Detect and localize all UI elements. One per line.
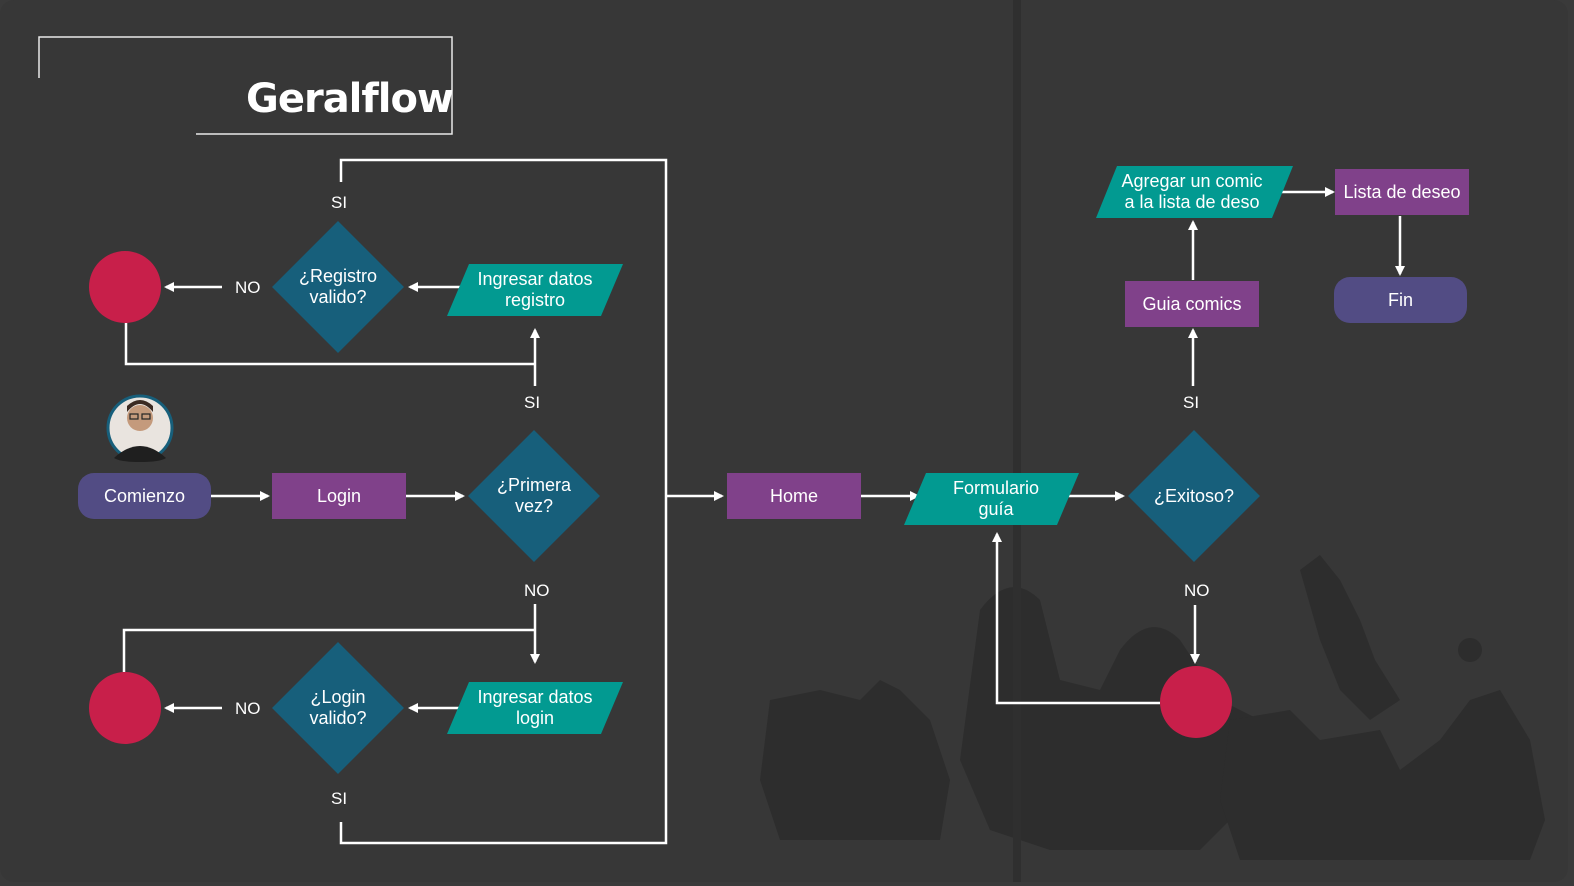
login-valido-node[interactable]: ¿Login valido? bbox=[309, 687, 367, 728]
ingresar-login-node[interactable]: Ingresar datos login bbox=[477, 687, 593, 728]
exitoso-shape bbox=[1128, 430, 1260, 562]
label-si-top: SI bbox=[331, 193, 348, 212]
edge-stop-login-loop bbox=[122, 628, 535, 672]
agregar-comic-node[interactable]: Agregar un comic a la lista de deso bbox=[1121, 171, 1263, 212]
vertical-divider bbox=[1013, 0, 1021, 882]
edge-outer-loop bbox=[339, 158, 668, 845]
primera-vez-shape bbox=[468, 430, 600, 562]
primera-vez-node[interactable]: ¿Primera vez? bbox=[496, 475, 571, 516]
home-shape bbox=[727, 473, 861, 519]
label-si-login: SI bbox=[331, 789, 348, 808]
stop-registro-circle bbox=[89, 251, 161, 323]
label-no-login: NO bbox=[235, 699, 261, 718]
stop-login-circle bbox=[89, 672, 161, 744]
edge-stop-formulario bbox=[992, 532, 1160, 705]
agregar-comic-shape bbox=[1096, 166, 1293, 218]
guia-comics-node[interactable]: Guia comics bbox=[1142, 293, 1242, 314]
formulario-shape bbox=[904, 473, 1079, 525]
fin-node[interactable]: Fin bbox=[1387, 289, 1413, 310]
label-si-registro: SI bbox=[524, 393, 541, 412]
home-node[interactable]: Home bbox=[769, 485, 818, 506]
stop-exitoso-circle bbox=[1160, 666, 1232, 738]
diagram-title: Geralflow bbox=[246, 76, 454, 122]
comienzo-shape bbox=[78, 473, 211, 519]
login-shape bbox=[272, 473, 406, 519]
ingresar-registro-node[interactable]: Ingresar datos registro bbox=[477, 269, 593, 310]
lista-deseo-node[interactable]: Lista de deseo bbox=[1343, 181, 1461, 202]
person-avatar-icon bbox=[106, 394, 174, 462]
lista-deseo-shape bbox=[1335, 169, 1469, 215]
registro-valido-node[interactable]: ¿Registro valido? bbox=[298, 266, 378, 307]
fin-shape bbox=[1334, 277, 1467, 323]
ingresar-registro-shape bbox=[447, 264, 623, 316]
label-no-exitoso: NO bbox=[1184, 581, 1210, 600]
formulario-node[interactable]: Formulario guía bbox=[952, 478, 1040, 519]
label-no-registro: NO bbox=[235, 278, 261, 297]
label-si-exitoso: SI bbox=[1183, 393, 1200, 412]
ingresar-login-shape bbox=[447, 682, 623, 734]
login-node[interactable]: Login bbox=[316, 485, 362, 506]
guia-comics-shape bbox=[1125, 281, 1259, 327]
label-no-primera: NO bbox=[524, 581, 550, 600]
comienzo-node[interactable]: Comienzo bbox=[103, 485, 186, 506]
login-valido-shape bbox=[272, 642, 404, 774]
edge-stop-registro-loop bbox=[124, 323, 535, 366]
exitoso-node[interactable]: ¿Exitoso? bbox=[1153, 485, 1235, 506]
registro-valido-shape bbox=[272, 221, 404, 353]
